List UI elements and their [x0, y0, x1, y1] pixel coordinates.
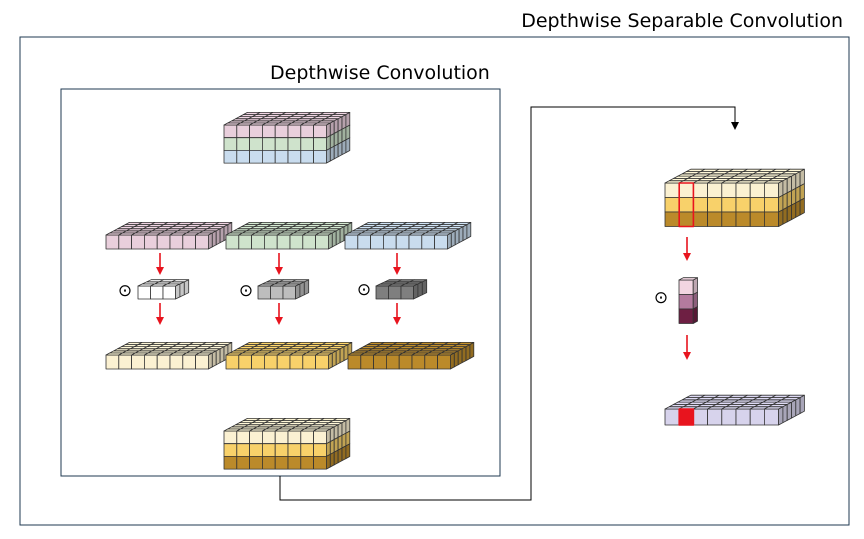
input-tensor — [223, 112, 351, 164]
final-output-highlight — [678, 408, 695, 426]
kernel-dark-gray — [375, 279, 428, 300]
channel-green — [225, 221, 353, 250]
output-channel-cream — [105, 341, 233, 370]
channel-blue — [344, 221, 472, 250]
pointwise-input-highlight — [678, 182, 695, 228]
operator-symbol-pointwise: ⊙ — [654, 288, 668, 308]
operator-symbol-pink: ⊙ — [118, 281, 132, 301]
operator-symbol-green: ⊙ — [239, 281, 253, 301]
pointwise-kernel — [678, 277, 698, 324]
inner-title: Depthwise Convolution — [270, 62, 490, 84]
output-channel-bronze — [347, 341, 475, 370]
outer-frame — [19, 36, 850, 526]
kernel-light-gray — [257, 279, 310, 300]
pointwise-input-stack — [664, 168, 805, 227]
operator-symbol-blue: ⊙ — [357, 280, 371, 300]
channel-pink — [105, 221, 233, 250]
output-channel-gold — [225, 341, 353, 370]
depthwise-output-stack — [223, 417, 351, 470]
outer-title: Depthwise Separable Convolution — [521, 10, 843, 32]
kernel-white — [137, 279, 190, 300]
connector-line — [279, 106, 739, 501]
